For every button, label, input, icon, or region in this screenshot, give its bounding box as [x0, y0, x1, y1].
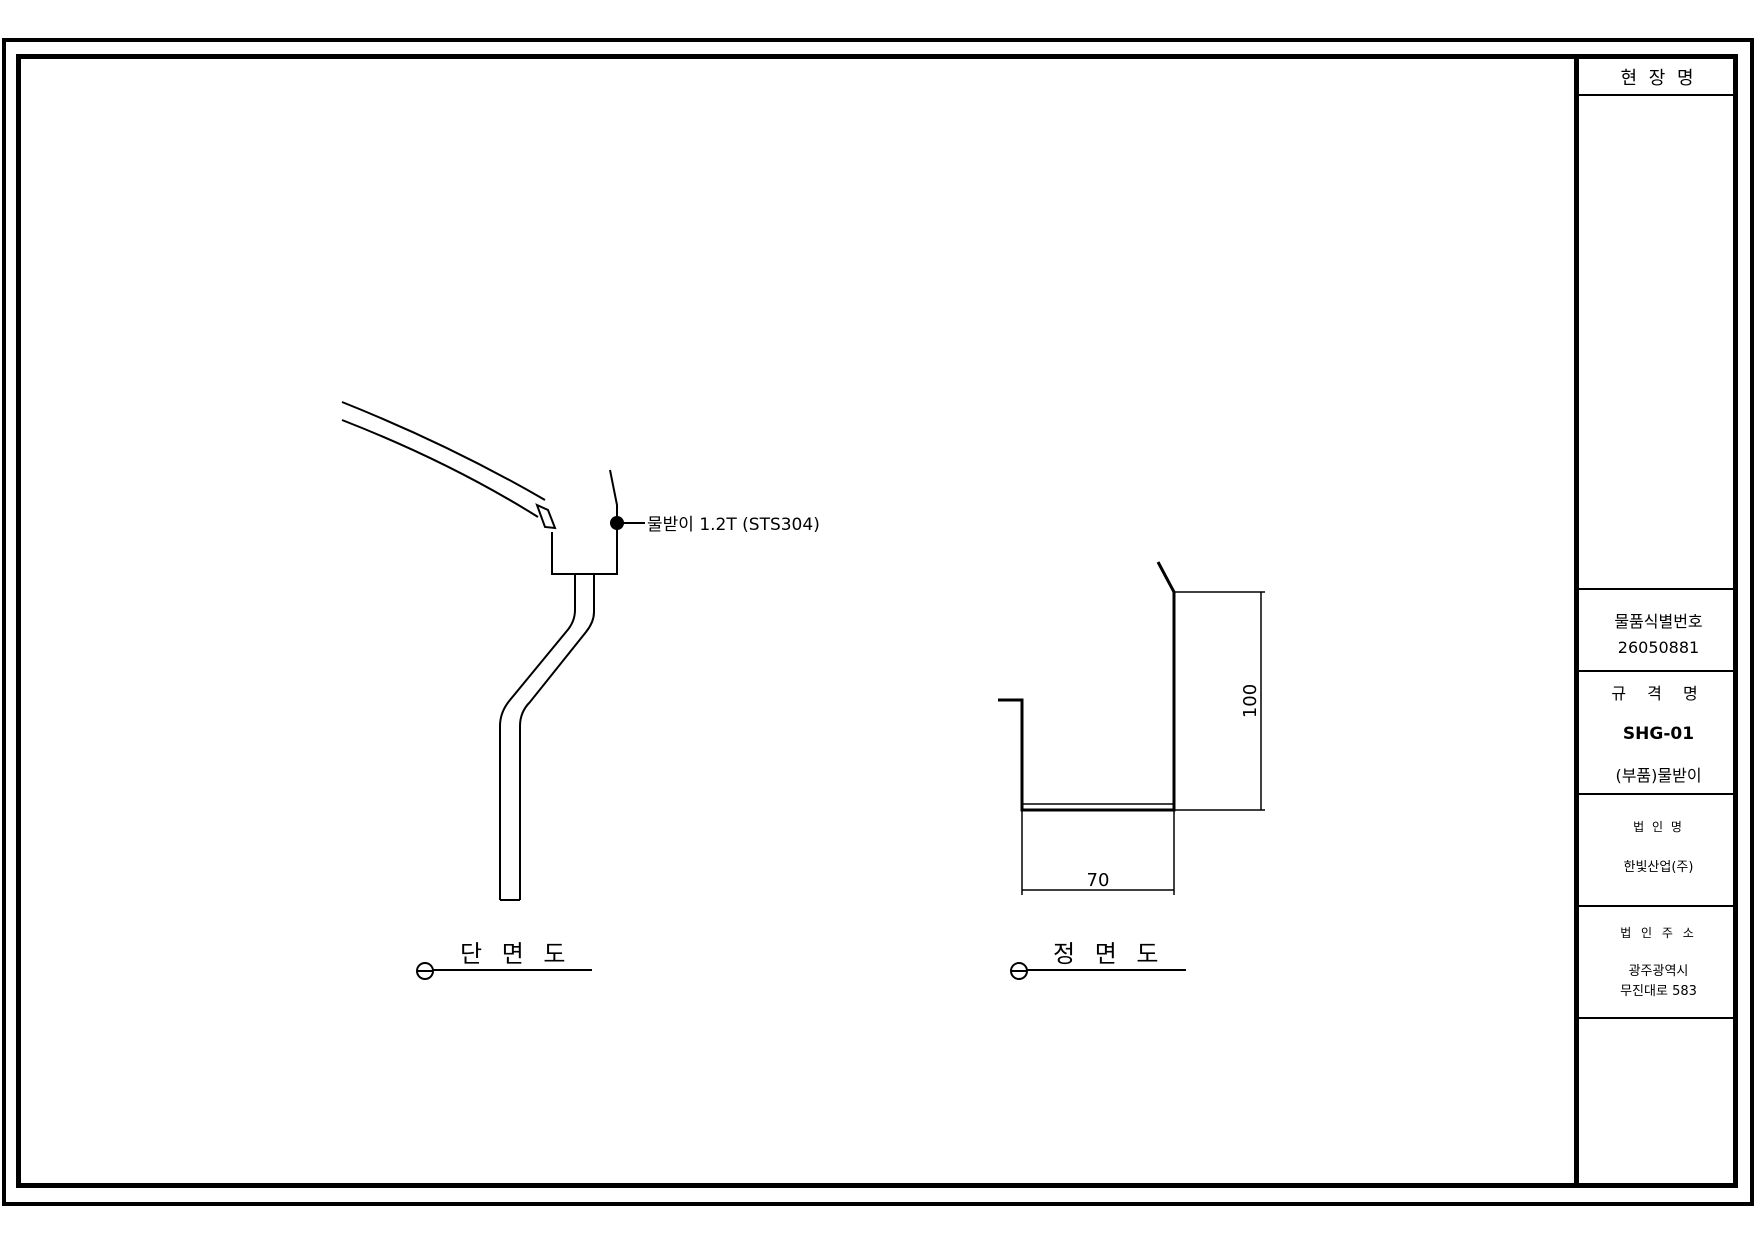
trough-box [551, 469, 618, 575]
front-title-marker [1010, 962, 1186, 980]
tb-divider-5 [1579, 905, 1738, 907]
company-label: 법 인 명 [1633, 820, 1684, 834]
section-title: 단 면 도 [460, 940, 572, 968]
tb-divider-4 [1579, 793, 1738, 795]
site-label: 현 장 명 [1620, 68, 1697, 89]
spec-name: (부품)물받이 [1615, 766, 1702, 785]
front-dim-width: 70 [1087, 870, 1110, 891]
section-title-marker [416, 962, 592, 980]
front-title: 정 면 도 [1053, 940, 1165, 968]
downpipe-left [499, 574, 576, 900]
tb-divider-3 [1579, 670, 1738, 672]
gutter-profile-outer [341, 401, 546, 501]
gutter-profile-inner [341, 419, 539, 518]
address-line1: 광주광역시 [1628, 964, 1689, 979]
front-dim-height: 100 [1240, 684, 1261, 718]
company-value: 한빛산업(주) [1623, 860, 1694, 875]
spec-code: SHG-01 [1622, 724, 1695, 744]
spec-label: 규 격 명 [1611, 684, 1706, 703]
callout-dot [610, 516, 624, 530]
tb-divider-1 [1579, 94, 1738, 96]
inner-border [16, 54, 1738, 1188]
id-value: 26050881 [1617, 638, 1700, 657]
outer-border [2, 38, 1754, 1206]
downpipe-right [519, 574, 595, 900]
title-block: 현 장 명 물품식별번호 26050881 규 격 명 SHG-01 (부품)물… [1574, 54, 1738, 1188]
front-profile [998, 561, 1176, 812]
section-callout: 물받이 1.2T (STS304) [647, 515, 820, 535]
id-label: 물품식별번호 [1614, 612, 1703, 631]
address-line2: 무진대로 583 [1620, 984, 1697, 999]
address-label: 법 인 주 소 [1620, 926, 1697, 940]
tb-divider-6 [1579, 1017, 1738, 1019]
section-view [341, 401, 645, 901]
front-view [998, 561, 1265, 895]
gutter-lip [535, 503, 557, 530]
tb-divider-2 [1579, 588, 1738, 590]
